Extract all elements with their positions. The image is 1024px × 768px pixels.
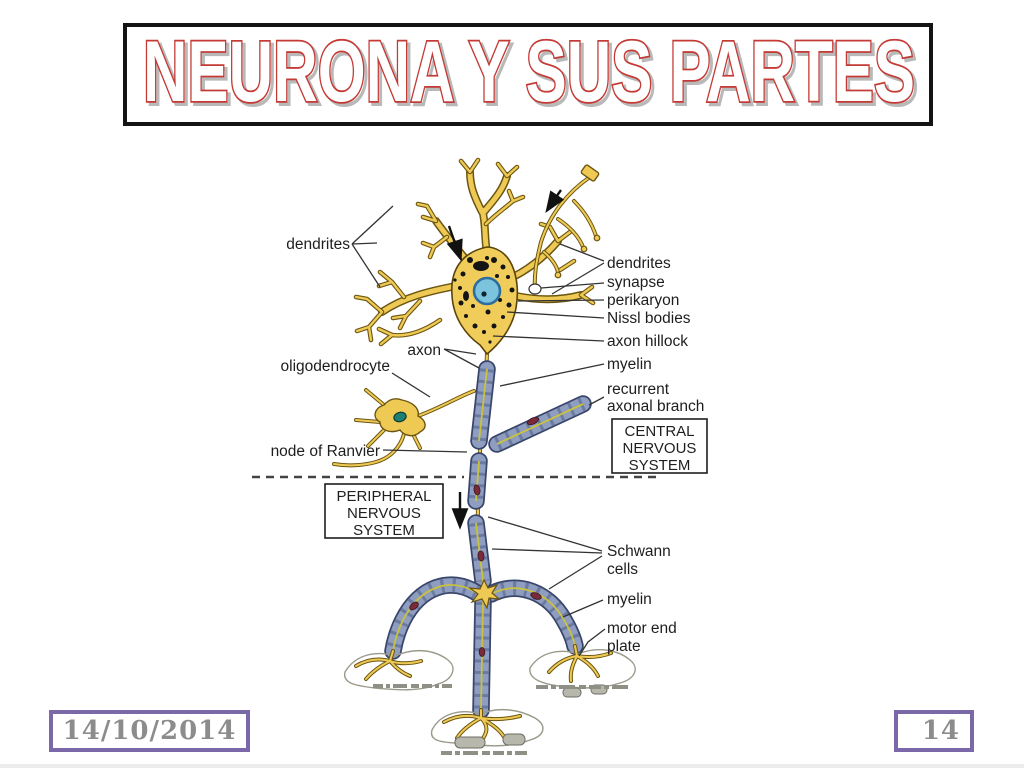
schwann-cell-nuclei (409, 416, 542, 657)
date-box: 14/10/2014 (49, 710, 250, 752)
label-schwann-line1: Schwann (607, 543, 671, 560)
page-title-shadow: NEURONA Y SUS PARTES (146, 27, 918, 122)
recurrent-axonal-branch (488, 395, 592, 453)
motor-end-plate-center (430, 708, 544, 755)
nucleolus (481, 291, 487, 297)
label-node-of-ranvier: node of Ranvier (271, 443, 380, 460)
label-motor-end-line2: plate (607, 638, 641, 655)
label-motor-end-line1: motor end (607, 620, 677, 637)
label-axon: axon (407, 342, 441, 359)
arrow-icon (545, 189, 565, 213)
label-perikaryon: perikaryon (607, 292, 679, 309)
arrow-icon (446, 225, 463, 262)
page-number: 14 (921, 716, 960, 746)
myelin-segment-1 (470, 360, 496, 450)
label-nissl-bodies: Nissl bodies (607, 310, 691, 327)
slide-date: 14/10/2014 (62, 716, 237, 746)
synapse-contact (528, 283, 542, 295)
label-recurrent-line2: axonal branch (607, 398, 704, 415)
page-number-box: 14 (894, 710, 974, 752)
incoming-axon-synapse (528, 164, 601, 295)
axon-branch-left-arc (384, 576, 486, 660)
oligodendrocyte-cell (332, 388, 476, 468)
branch-junction (467, 578, 501, 610)
pns-box: PERIPHERAL NERVOUS SYSTEM (324, 483, 444, 539)
label-schwann-line2: cells (607, 561, 638, 578)
callout-lines (351, 205, 606, 657)
nissl-bodies-speckles (453, 256, 515, 344)
pns-box-line3: SYSTEM (353, 522, 415, 539)
oligodendrocyte-nucleus (393, 411, 407, 423)
label-dendrites-left: dendrites (286, 236, 350, 253)
label-axon-hillock: axon hillock (607, 333, 688, 350)
title-art: NEURONA Y SUS PARTES NEURONA Y SUS PARTE… (141, 27, 920, 122)
label-myelin-lower: myelin (607, 591, 652, 608)
pns-box-line1: PERIPHERAL (336, 488, 431, 505)
neuron-diagram: CENTRAL NERVOUS SYSTEM PERIPHERAL NERVOU… (252, 157, 708, 755)
soma (451, 246, 519, 356)
nucleus (472, 276, 502, 306)
label-oligodendrocyte: oligodendrocyte (281, 358, 390, 375)
cns-box-line3: SYSTEM (629, 457, 691, 474)
slide-bottom-edge (0, 764, 1024, 768)
cns-box-line2: NERVOUS (623, 440, 697, 457)
signal-direction-arrows (446, 189, 565, 530)
title-box: NEURONA Y SUS PARTES NEURONA Y SUS PARTE… (123, 23, 933, 126)
label-recurrent-line1: recurrent (607, 381, 670, 398)
axon-branch-right-arc (482, 579, 584, 655)
label-synapse: synapse (607, 274, 665, 291)
motor-end-plate-right (529, 644, 636, 698)
pns-box-line2: NERVOUS (347, 505, 421, 522)
label-dendrites-right: dendrites (607, 255, 671, 272)
cns-box-line1: CENTRAL (624, 423, 694, 440)
cns-box: CENTRAL NERVOUS SYSTEM (611, 418, 708, 474)
axon-terminal (580, 164, 600, 182)
label-myelin-upper: myelin (607, 356, 652, 373)
page-title: NEURONA Y SUS PARTES (143, 27, 915, 120)
motor-end-plate-left (344, 649, 454, 691)
